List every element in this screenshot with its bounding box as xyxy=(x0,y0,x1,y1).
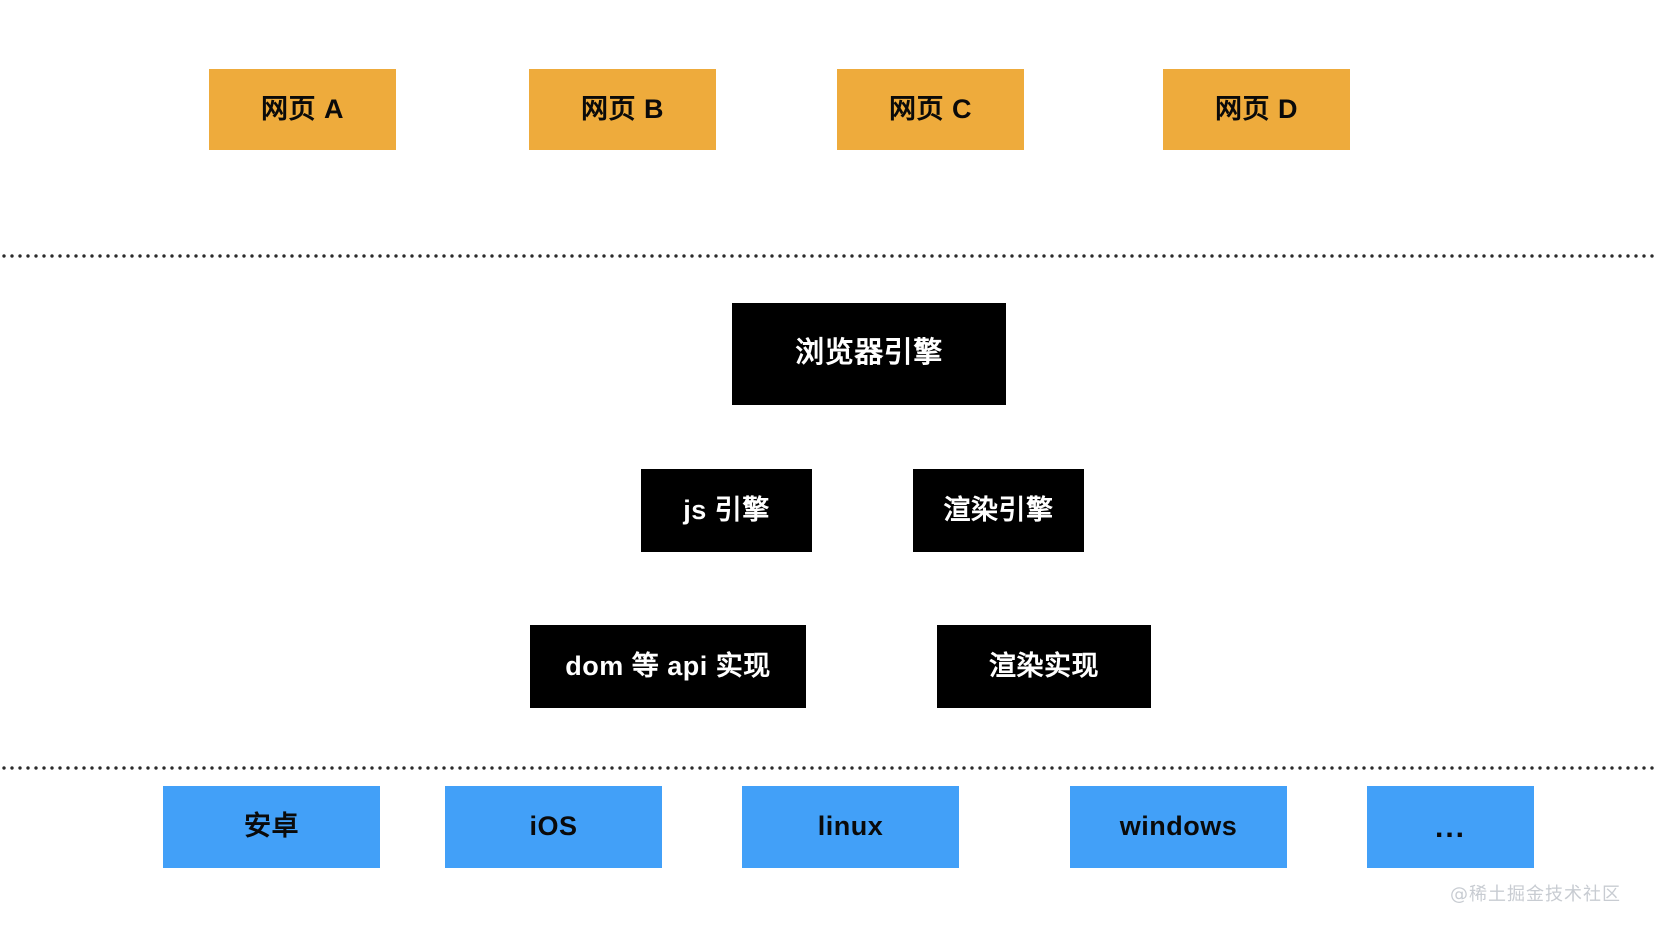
node-render-implementation[interactable]: 渲染实现 xyxy=(937,625,1151,708)
node-os-windows[interactable]: windows xyxy=(1070,786,1287,868)
node-render-engine[interactable]: 渲染引擎 xyxy=(913,469,1084,552)
node-js-engine[interactable]: js 引擎 xyxy=(641,469,812,552)
node-web-page-c[interactable]: 网页 C xyxy=(837,69,1024,150)
divider-engines-os xyxy=(0,766,1656,770)
node-browser-engine[interactable]: 浏览器引擎 xyxy=(732,303,1006,405)
divider-pages-engines xyxy=(0,254,1656,258)
node-web-page-d[interactable]: 网页 D xyxy=(1163,69,1350,150)
node-web-page-b[interactable]: 网页 B xyxy=(529,69,716,150)
watermark: @稀土掘金技术社区 xyxy=(1450,884,1621,905)
node-os-ios[interactable]: iOS xyxy=(445,786,662,868)
node-os-linux[interactable]: linux xyxy=(742,786,959,868)
node-os-more[interactable]: ... xyxy=(1367,786,1534,868)
node-os-android[interactable]: 安卓 xyxy=(163,786,380,868)
node-dom-api-implementation[interactable]: dom 等 api 实现 xyxy=(530,625,806,708)
node-web-page-a[interactable]: 网页 A xyxy=(209,69,396,150)
